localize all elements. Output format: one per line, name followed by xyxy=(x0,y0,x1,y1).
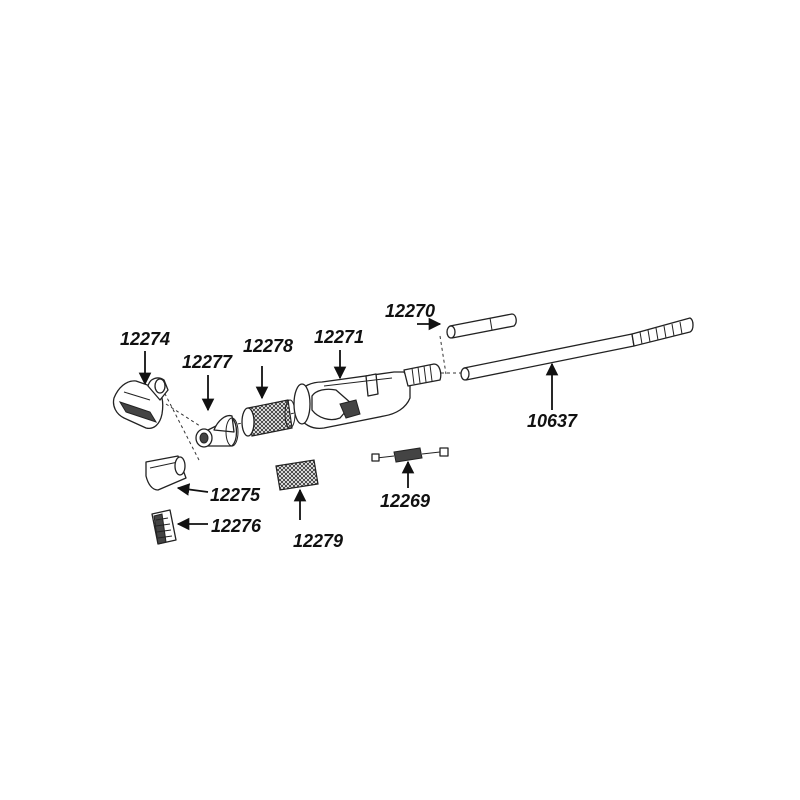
label-12278: 12278 xyxy=(243,336,293,356)
leader-arrows xyxy=(138,317,559,531)
part-10637-pole xyxy=(460,317,694,381)
part-12274-vacuum-head xyxy=(112,377,169,430)
label-12270: 12270 xyxy=(385,301,435,321)
part-12271-main-body xyxy=(293,363,442,430)
label-12277: 12277 xyxy=(182,352,233,372)
part-12276-brush xyxy=(151,509,177,545)
part-12279-mesh xyxy=(275,459,319,491)
label-12279: 12279 xyxy=(293,531,343,551)
label-12271: 12271 xyxy=(314,327,364,347)
part-12278-filter xyxy=(241,399,296,437)
assembly-dash-lines xyxy=(161,335,462,463)
label-12276: 12276 xyxy=(211,516,262,536)
part-12277-adapter xyxy=(195,414,239,448)
label-12275: 12275 xyxy=(210,485,261,505)
part-12275-nozzle xyxy=(145,455,187,491)
label-12269: 12269 xyxy=(380,491,430,511)
arrow-12275 xyxy=(176,483,209,496)
label-10637: 10637 xyxy=(527,411,578,431)
part-12270-tube xyxy=(446,313,517,339)
part-12269-charger xyxy=(371,447,449,463)
label-12274: 12274 xyxy=(120,329,170,349)
